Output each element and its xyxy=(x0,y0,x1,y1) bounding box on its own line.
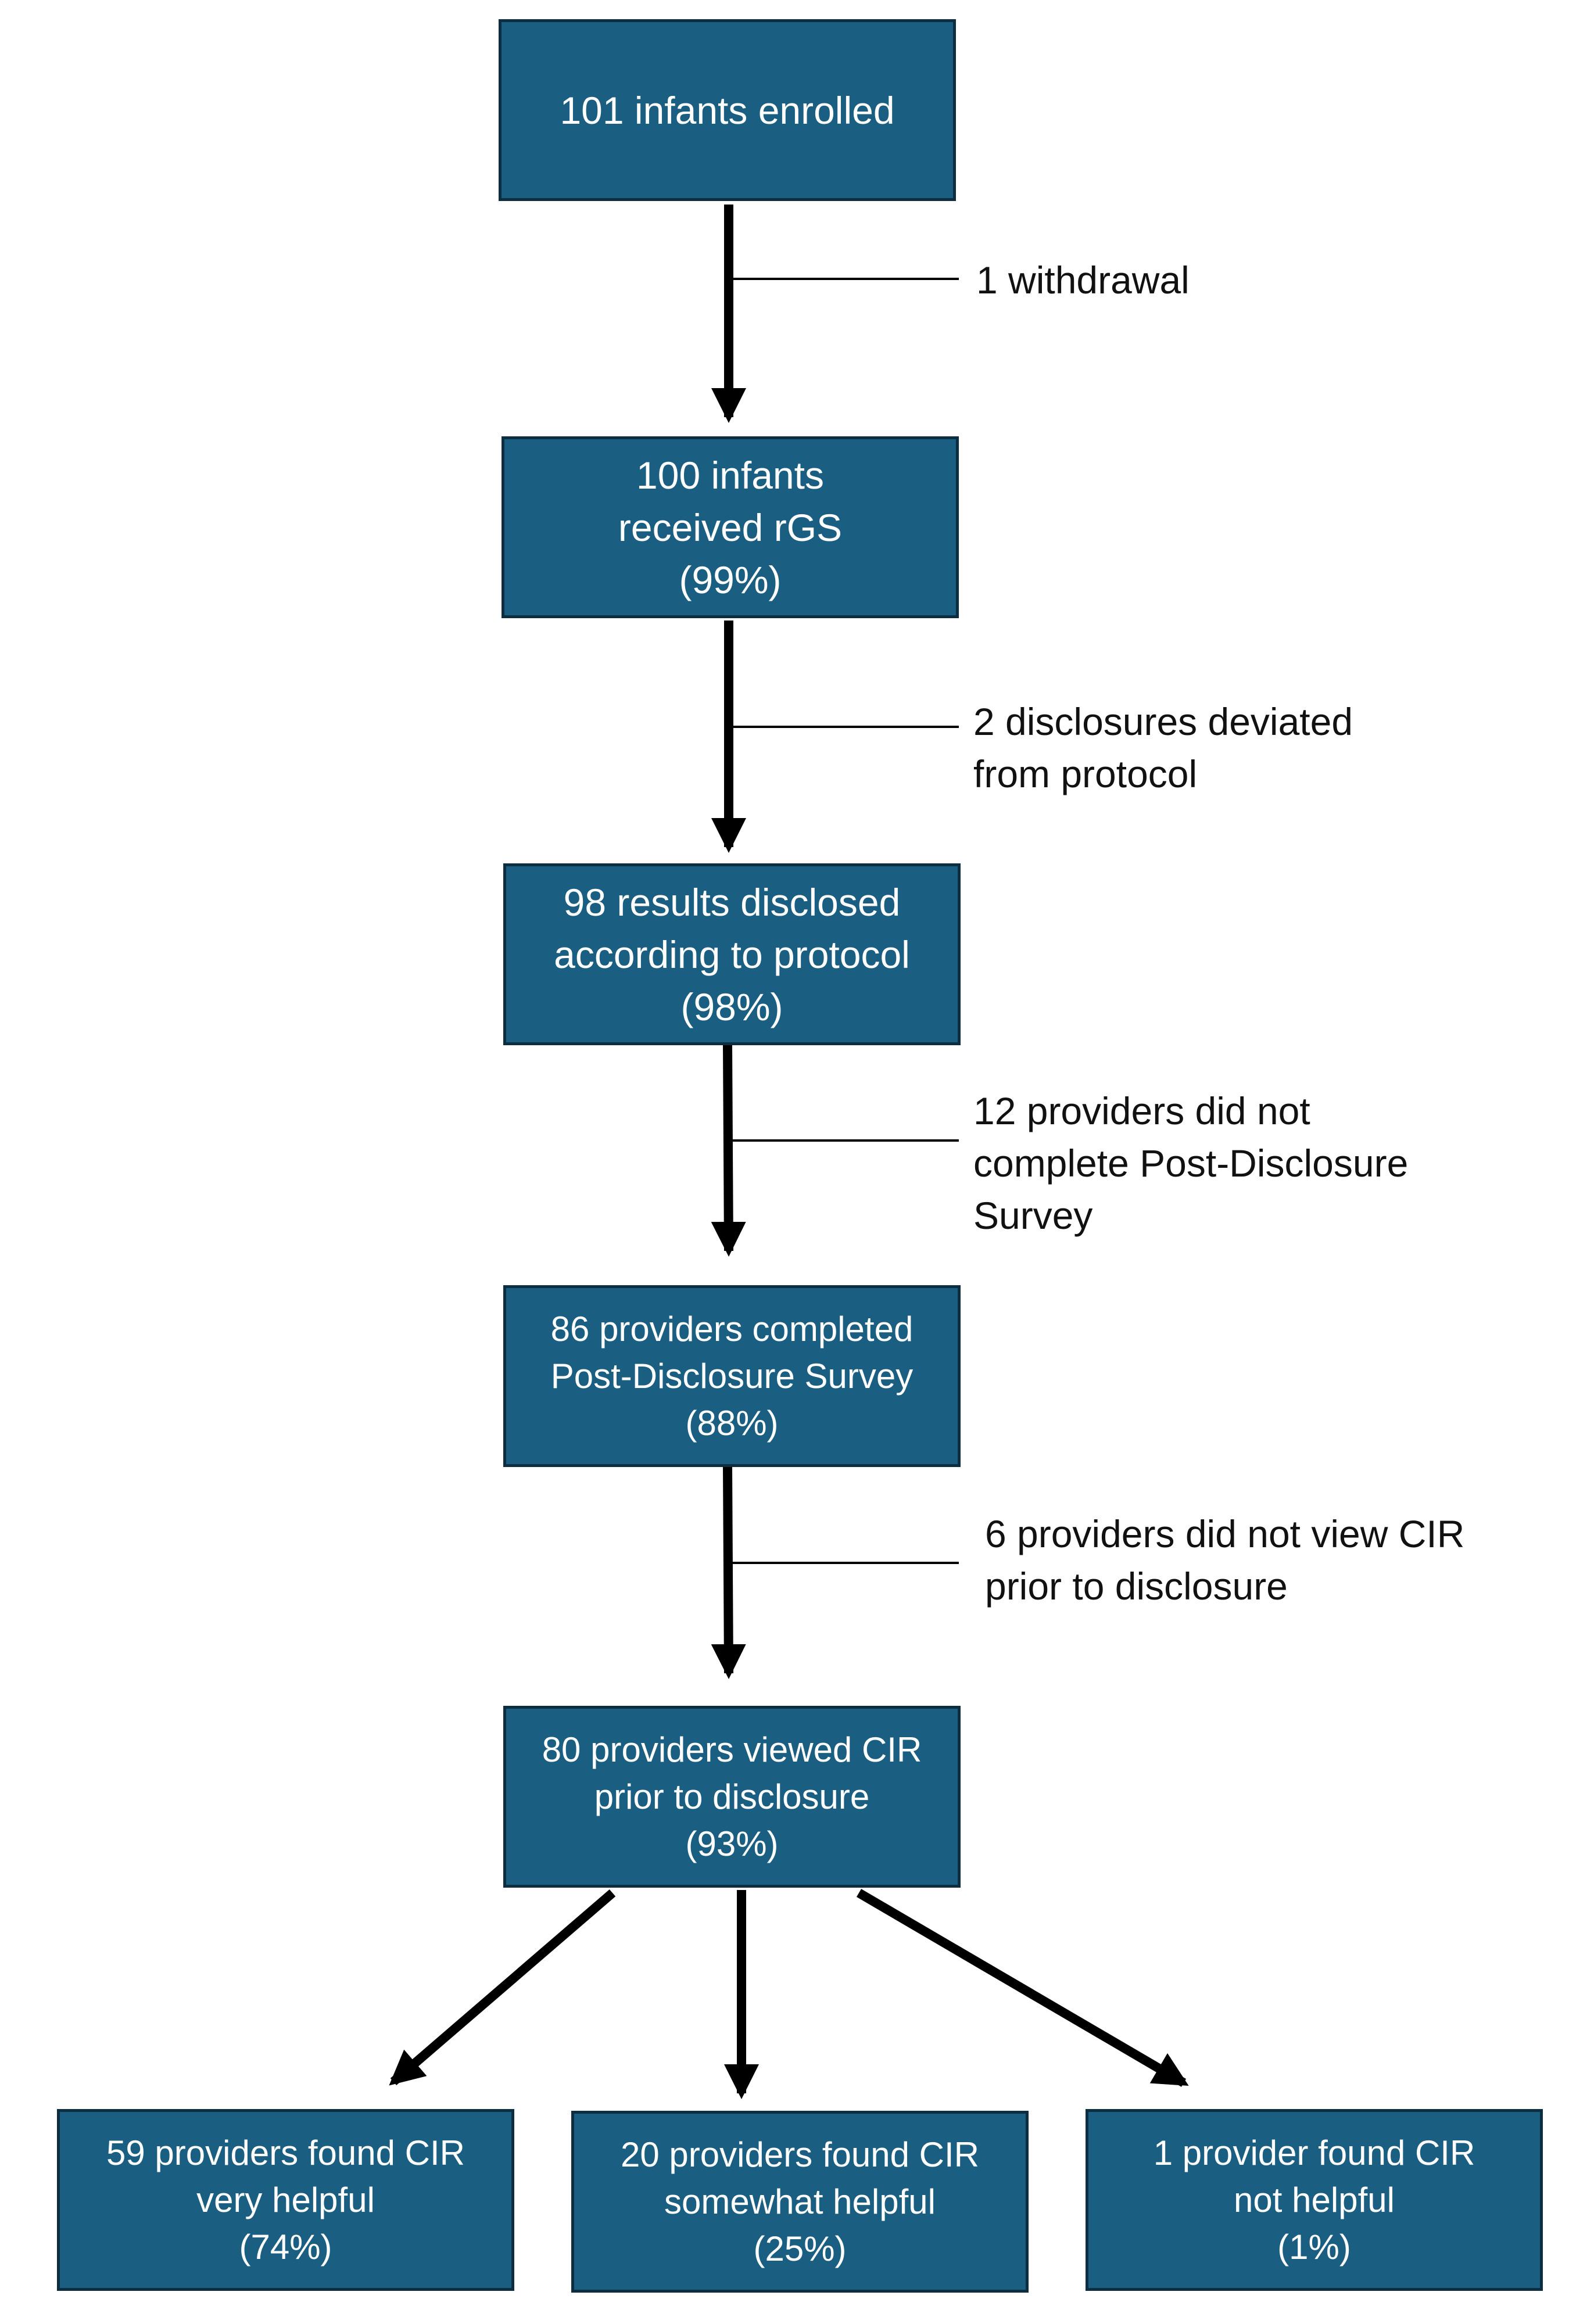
note-line: 12 providers did not xyxy=(973,1089,1310,1132)
note-line: prior to disclosure xyxy=(985,1565,1288,1608)
arrow-viewed-to-not-helpful xyxy=(856,1889,1189,2087)
box-line: according to protocol xyxy=(554,933,910,976)
note-line: from protocol xyxy=(973,752,1198,795)
box-line: Post-Disclosure Survey xyxy=(550,1357,914,1396)
note-deviated: 2 disclosures deviated from protocol xyxy=(973,695,1353,800)
box-line: not helpful xyxy=(1234,2180,1395,2219)
box-results-disclosed: 98 results disclosed according to protoc… xyxy=(503,863,961,1045)
box-line: 59 providers found CIR xyxy=(106,2133,465,2172)
box-line: 98 results disclosed xyxy=(563,880,901,924)
box-line: (25%) xyxy=(753,2229,847,2268)
note-line: 2 disclosures deviated xyxy=(973,700,1353,743)
note-line: 1 withdrawal xyxy=(976,259,1190,302)
note-line: complete Post-Disclosure xyxy=(973,1142,1409,1185)
arrow-viewed-to-very-helpful xyxy=(389,1889,616,2086)
box-line: (74%) xyxy=(239,2228,332,2266)
arrow-disclosed-to-survey xyxy=(711,1044,746,1257)
box-line: 101 infants enrolled xyxy=(560,88,895,132)
note-no-survey: 12 providers did not complete Post-Discl… xyxy=(973,1085,1408,1242)
box-line: received rGS xyxy=(618,505,843,549)
arrow-survey-to-viewed xyxy=(711,1465,746,1679)
note-withdrawal: 1 withdrawal xyxy=(976,254,1190,306)
box-line: somewhat helpful xyxy=(664,2182,936,2221)
note-line: 6 providers did not view CIR xyxy=(985,1512,1465,1555)
box-line: 86 providers completed xyxy=(550,1310,914,1349)
box-line: 80 providers viewed CIR xyxy=(542,1730,922,1769)
note-line: Survey xyxy=(973,1194,1093,1237)
box-very-helpful: 59 providers found CIR very helpful (74%… xyxy=(57,2109,514,2291)
note-no-view: 6 providers did not view CIR prior to di… xyxy=(985,1508,1464,1612)
box-survey-completed: 86 providers completed Post-Disclosure S… xyxy=(503,1285,961,1467)
box-line: prior to disclosure xyxy=(594,1777,870,1816)
box-viewed-cir: 80 providers viewed CIR prior to disclos… xyxy=(503,1706,961,1888)
box-infants-enrolled: 101 infants enrolled xyxy=(499,19,956,201)
box-line: (88%) xyxy=(685,1404,779,1443)
box-line: 100 infants xyxy=(636,453,824,497)
box-line: (98%) xyxy=(680,985,783,1028)
box-received-rgs: 100 infants received rGS (99%) xyxy=(501,436,959,618)
box-line: (1%) xyxy=(1277,2228,1351,2266)
box-not-helpful: 1 provider found CIR not helpful (1%) xyxy=(1086,2109,1543,2291)
box-line: 20 providers found CIR xyxy=(621,2135,979,2174)
box-line: 1 provider found CIR xyxy=(1153,2133,1475,2172)
box-line: (93%) xyxy=(685,1824,779,1863)
box-line: (99%) xyxy=(679,558,782,601)
box-somewhat-helpful: 20 providers found CIR somewhat helpful … xyxy=(571,2111,1029,2293)
box-line: very helpful xyxy=(196,2180,375,2219)
